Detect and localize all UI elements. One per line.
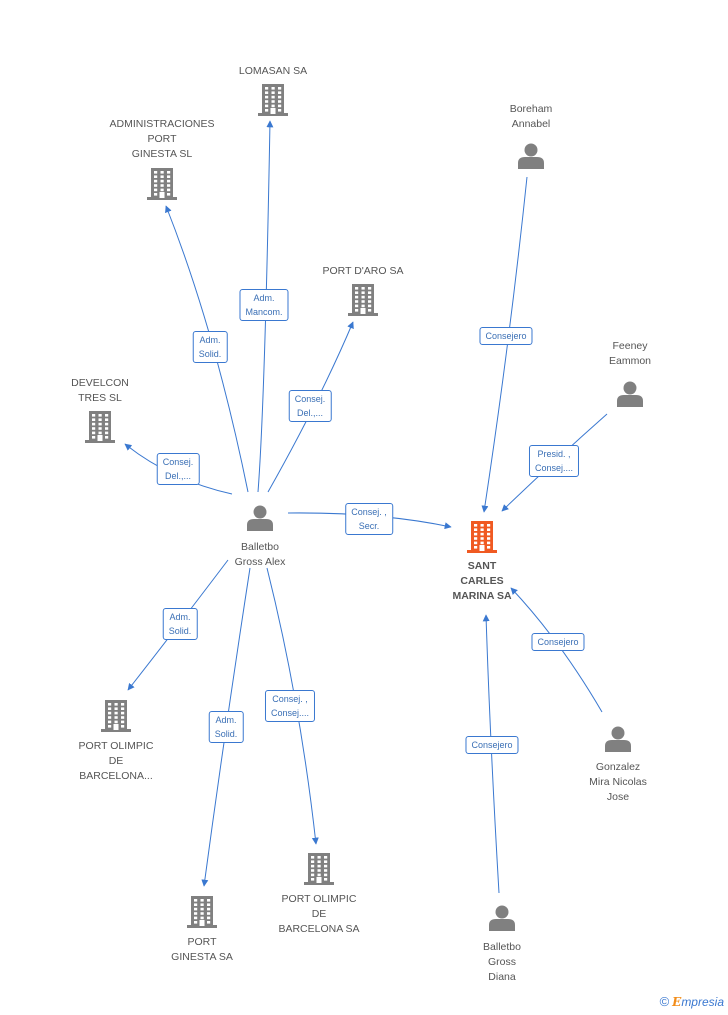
edge-label-balletbo_alex-to-lomasan[interactable]: Adm. Mancom.: [239, 289, 289, 321]
company-building-icon[interactable]: [304, 853, 334, 885]
main-company-building-icon[interactable]: [467, 521, 497, 553]
footer-credit[interactable]: ©Empresia: [660, 994, 724, 1009]
edge-label-balletbo_alex-to-sant_carles[interactable]: Consej. , Secr.: [345, 503, 393, 535]
node-label-gonzalez[interactable]: Gonzalez Mira Nicolas Jose: [589, 761, 647, 803]
edge-label-balletbo_alex-to-adm_port_ginesta[interactable]: Adm. Solid.: [192, 331, 228, 363]
node-label-balletbo_diana[interactable]: Balletbo Gross Diana: [483, 941, 521, 983]
node-label-balletbo_alex[interactable]: Balletbo Gross Alex: [234, 541, 286, 568]
edge-label-balletbo_diana-to-sant_carles[interactable]: Consejero: [465, 736, 519, 754]
node-label-port_ginesta[interactable]: PORT GINESTA SA: [171, 936, 233, 963]
node-label-develcon[interactable]: DEVELCON TRES SL: [71, 377, 129, 404]
person-icon[interactable]: [489, 905, 515, 932]
edge-balletbo_diana-to-sant_carles: [482, 614, 500, 894]
node-label-port_olimpic_1[interactable]: PORT OLIMPIC DE BARCELONA...: [78, 740, 154, 782]
edge-label-balletbo_alex-to-port_ginesta[interactable]: Adm. Solid.: [208, 711, 244, 743]
edge-label-boreham-to-sant_carles[interactable]: Consejero: [479, 327, 533, 345]
company-building-icon[interactable]: [187, 896, 217, 928]
node-label-sant_carles[interactable]: SANT CARLES MARINA SA: [452, 560, 512, 602]
edge-label-balletbo_alex-to-port_olimpic_1[interactable]: Adm. Solid.: [162, 608, 198, 640]
edge-label-feeney-to-sant_carles[interactable]: Presid. , Consej....: [528, 445, 580, 477]
edge-label-balletbo_alex-to-port_olimpic_2[interactable]: Consej. , Consej....: [264, 690, 316, 722]
company-building-icon[interactable]: [348, 284, 378, 316]
edge-label-balletbo_alex-to-port_daro[interactable]: Consej. Del.,...: [288, 390, 332, 422]
node-label-adm_port_ginesta[interactable]: ADMINISTRACIONES PORT GINESTA SL: [109, 118, 215, 160]
nodes-layer: [85, 84, 643, 931]
company-building-icon[interactable]: [258, 84, 288, 116]
person-icon[interactable]: [518, 143, 544, 170]
brand-logo-initial: E: [672, 995, 682, 1009]
edge-balletbo_alex-to-lomasan: [257, 120, 274, 493]
node-label-feeney[interactable]: Feeney Eammon: [608, 340, 652, 367]
company-building-icon[interactable]: [85, 411, 115, 443]
edge-label-balletbo_alex-to-develcon[interactable]: Consej. Del.,...: [156, 453, 200, 485]
edge-label-gonzalez-to-sant_carles[interactable]: Consejero: [531, 633, 585, 651]
node-label-port_daro[interactable]: PORT D'ARO SA: [322, 265, 404, 277]
copyright-symbol: ©: [659, 994, 670, 1009]
node-label-boreham[interactable]: Boreham Annabel: [509, 103, 553, 130]
company-building-icon[interactable]: [147, 168, 177, 200]
company-building-icon[interactable]: [101, 700, 131, 732]
person-icon[interactable]: [617, 381, 643, 408]
person-icon[interactable]: [247, 505, 273, 532]
node-label-lomasan[interactable]: LOMASAN SA: [238, 65, 308, 77]
node-label-port_olimpic_2[interactable]: PORT OLIMPIC DE BARCELONA SA: [278, 893, 360, 935]
person-icon[interactable]: [605, 726, 631, 753]
brand-name: mpresia: [681, 995, 724, 1009]
